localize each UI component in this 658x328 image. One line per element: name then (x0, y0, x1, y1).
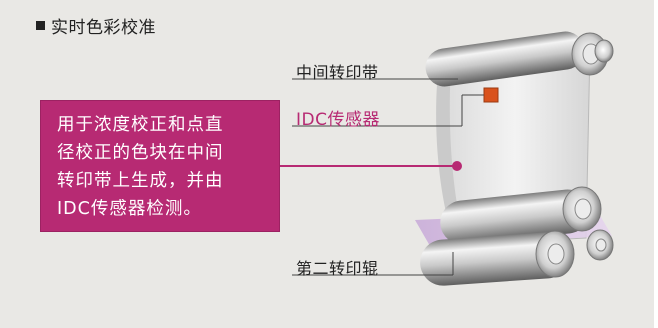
sensor-label: IDC传感器 (296, 110, 380, 130)
top-roller-axle (594, 39, 614, 63)
callout-text: 用于浓度校正和点直 径校正的色块在中间 转印带上生成，并由 IDC传感器检测。 (57, 111, 272, 223)
callout-line: IDC传感器检测。 (57, 199, 202, 219)
idc-sensor-marker (483, 87, 499, 103)
second-transfer-roller (420, 232, 570, 286)
small-roller-hub (595, 238, 607, 252)
top-roller (425, 31, 585, 87)
second-transfer-roller-hub (547, 243, 565, 265)
square-bullet-icon (36, 21, 45, 30)
belt-roller-right-hub (574, 198, 592, 220)
transfer-belt-fold (436, 55, 466, 245)
section-title-text: 实时色彩校准 (51, 18, 156, 38)
section-title: 实时色彩校准 (36, 13, 156, 38)
callout-line: 径校正的色块在中间 (57, 143, 224, 163)
roller-label: 第二转印辊 (296, 259, 379, 278)
belt-label: 中间转印带 (296, 63, 379, 82)
callout-line: 转印带上生成，并由 (57, 171, 224, 191)
callout-box: 用于浓度校正和点直 径校正的色块在中间 转印带上生成，并由 IDC传感器检测。 (40, 100, 280, 232)
callout-connector-dot (452, 161, 462, 171)
callout-line: 用于浓度校正和点直 (57, 115, 224, 135)
